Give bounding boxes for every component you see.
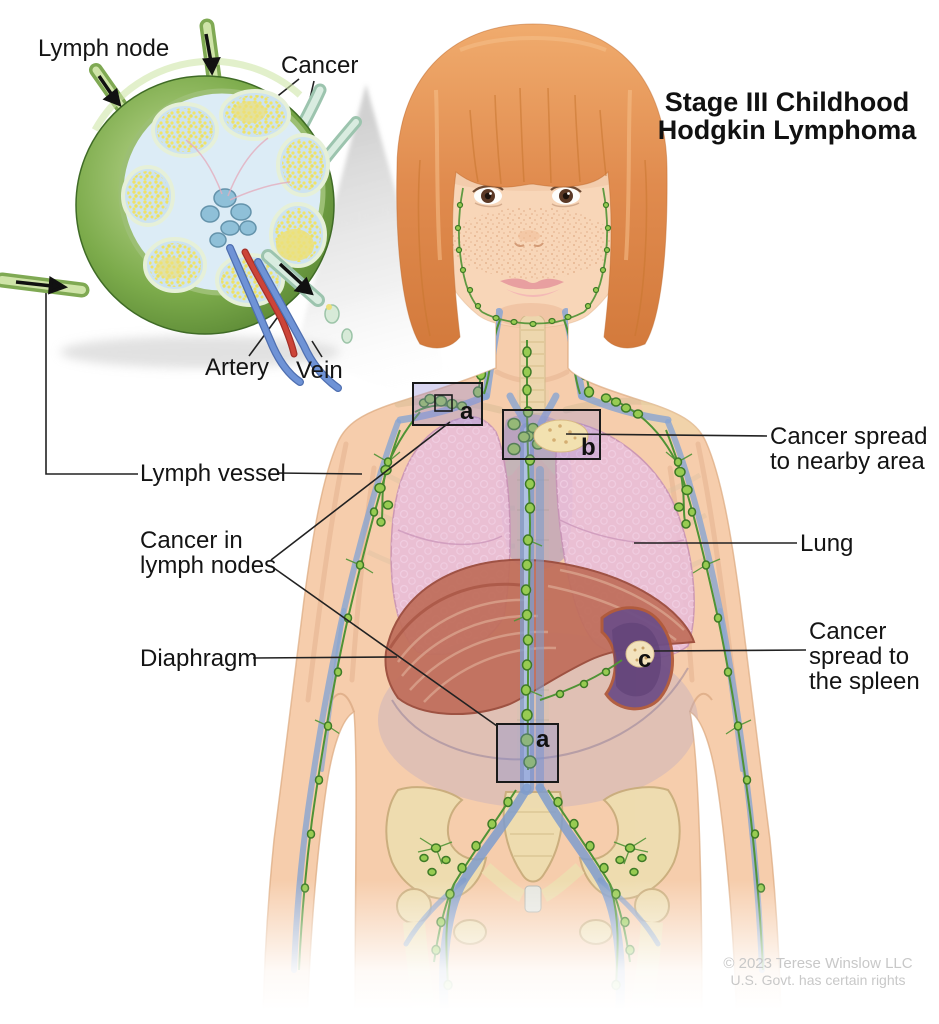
flow-arrows xyxy=(15,33,314,296)
marker-a-upper: a xyxy=(460,398,474,425)
nose xyxy=(514,230,544,248)
cancer-spread-spleen-label: Cancer spread to the spleen xyxy=(809,618,920,695)
marker-c: c xyxy=(638,646,652,673)
copyright-line1: © 2023 Terese Winslow LLC xyxy=(723,955,913,972)
box-a-upper-inner xyxy=(434,394,453,412)
lymph-node-inset xyxy=(0,18,362,392)
inset-vein-label: Vein xyxy=(296,357,343,384)
leader-lines xyxy=(45,78,807,727)
spleen xyxy=(600,606,674,711)
node-hilum xyxy=(200,188,257,248)
hair xyxy=(396,23,668,349)
face-lymph-chains xyxy=(454,187,612,328)
inset-cancer-label: Cancer xyxy=(281,52,359,79)
inset-artery-label: Artery xyxy=(205,354,270,381)
marker-b: b xyxy=(581,434,596,461)
hair-strands xyxy=(417,87,648,337)
diaphragm-label: Diaphragm xyxy=(140,645,258,672)
mediastinal-cancer-mass xyxy=(533,419,589,453)
hair-highlights xyxy=(434,36,632,261)
cancer-spread-nearby-label: Cancer spread to nearby area xyxy=(770,423,928,475)
bottom-fade xyxy=(0,870,939,1024)
diagram-title: Stage III Childhood Hodgkin Lymphoma xyxy=(657,87,917,145)
lymph-vessel-label: Lymph vessel xyxy=(140,460,286,487)
scapula-right xyxy=(640,398,704,436)
lung-label: Lung xyxy=(800,530,854,557)
copyright-line2: U.S. Govt. has certain rights xyxy=(730,972,906,988)
inset-lymph-node-label: Lymph node xyxy=(38,35,170,62)
cancer-in-lymph-nodes-label: Cancer in lymph nodes xyxy=(140,527,277,579)
box-a-lower xyxy=(496,723,559,783)
efferent-droplets xyxy=(324,304,353,344)
spleen-cancer-mass xyxy=(625,640,655,668)
box-a-upper xyxy=(412,382,483,426)
mouth xyxy=(500,278,564,297)
eyes xyxy=(472,185,582,208)
marker-a-lower: a xyxy=(536,726,550,753)
